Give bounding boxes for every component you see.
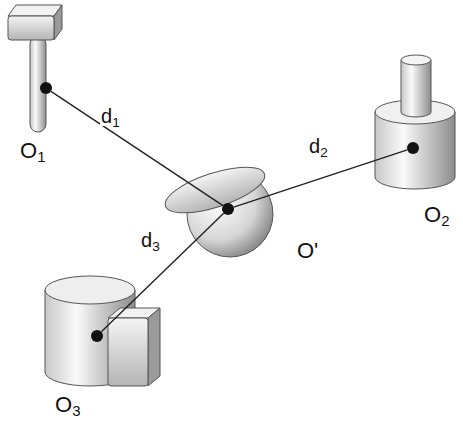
object-prime xyxy=(160,158,273,257)
object-two xyxy=(375,55,455,189)
object-point: O3 xyxy=(91,330,103,342)
distance-label: d1 xyxy=(100,106,121,126)
distance-line xyxy=(101,213,223,332)
object-point: O2 xyxy=(407,142,419,154)
distance-label: d2 xyxy=(308,136,329,156)
object-one xyxy=(8,5,62,132)
distance-label: d3 xyxy=(140,230,161,250)
object-point: O' xyxy=(222,203,234,215)
object-label: O2 xyxy=(424,204,449,226)
distance-line xyxy=(51,91,223,205)
object-label: O3 xyxy=(55,394,80,416)
object-point: O1 xyxy=(40,82,52,94)
object-label: O' xyxy=(297,240,318,262)
object-label: O1 xyxy=(20,140,45,162)
